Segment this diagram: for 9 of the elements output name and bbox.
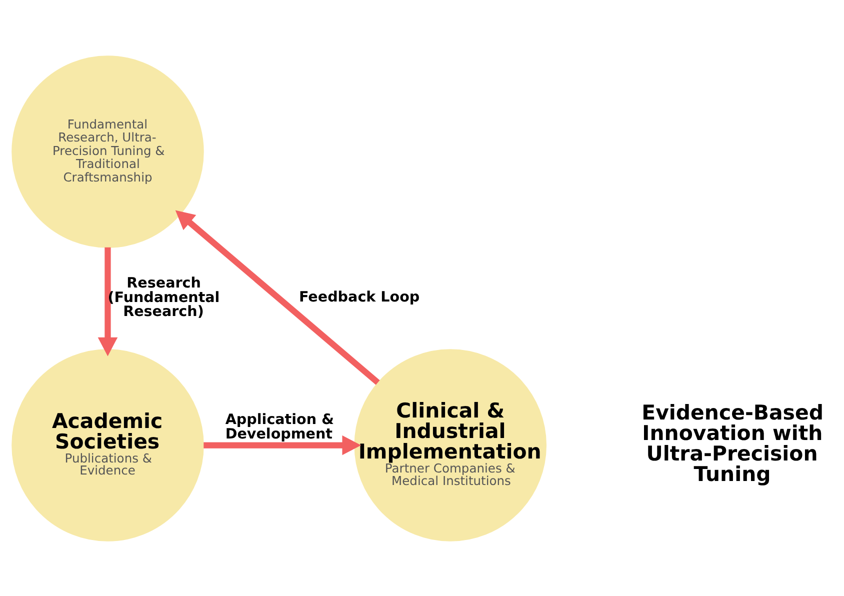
arrow <box>175 210 380 384</box>
node-circle: Clinical & Industrial Implementation Partner Companies & Medical Institutions <box>354 348 547 541</box>
node-circle: Fundamental Research, Ultra-Precision Tuning & Traditional Craftsmanship <box>12 55 204 248</box>
label: Evidence-Based Innovation with Ultra-Precision Tuning <box>642 400 824 486</box>
edge-label: Application & Development <box>225 412 334 442</box>
node-circle: Academic Societies Publications & Evidence <box>12 348 204 541</box>
edge-label: Feedback Loop <box>299 288 420 305</box>
arrow <box>98 246 118 356</box>
arrow <box>204 434 362 455</box>
